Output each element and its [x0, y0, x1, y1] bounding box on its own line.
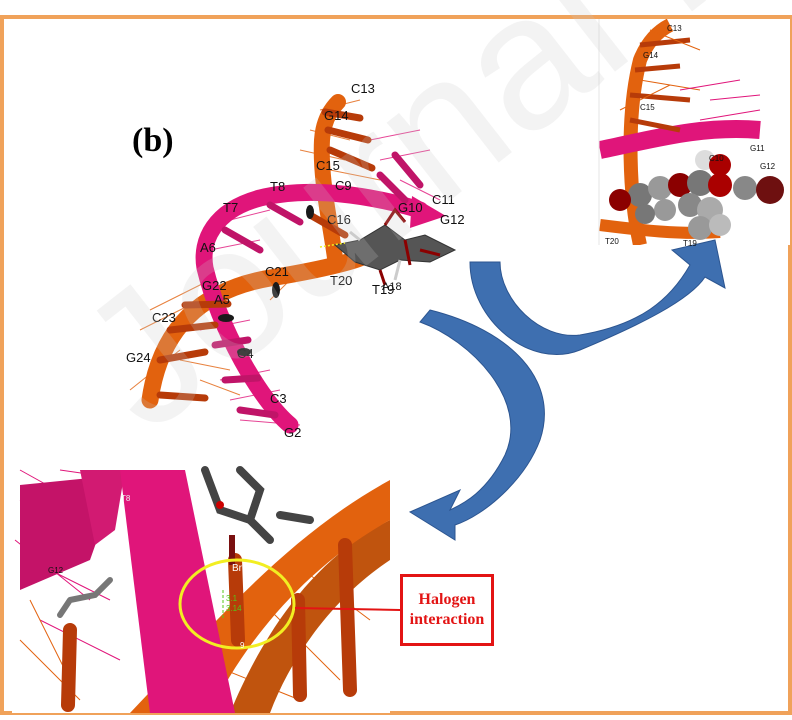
label-c3: C3 [270, 391, 287, 406]
halogen-interaction-callout: Halogen interaction [400, 574, 494, 646]
distance-label-1: 3.1 [226, 594, 238, 603]
label-c16: C16 [327, 212, 351, 227]
label-t20: T20 [330, 273, 352, 288]
label-c9: C9 [335, 178, 352, 193]
frame-border [0, 15, 792, 715]
arrow-to-top-inset [469, 239, 726, 355]
arrow-to-bottom-inset [408, 309, 545, 541]
label-c13: C13 [351, 81, 375, 96]
label-c4: C4 [237, 346, 254, 361]
inset-label-t19: T19 [683, 239, 697, 248]
interaction-highlight-circle [178, 558, 296, 650]
label-c11: C11 [432, 192, 455, 207]
label-g2: G2 [284, 425, 301, 440]
ligand-spheres [609, 150, 784, 240]
main-nucleotide-labels: C13 G14 C15 C9 T8 T7 C16 G10 C11 G12 A6 … [126, 81, 465, 440]
callout-leader-line [294, 607, 401, 611]
callout-line-2: interaction [409, 611, 485, 628]
label-t8: T8 [270, 179, 285, 194]
inset-bottom-left [12, 465, 401, 713]
label-c23: C23 [152, 310, 176, 325]
blue-arrows [408, 239, 726, 541]
pink-strand [195, 183, 429, 434]
inset-label-9: 9 [240, 641, 245, 650]
distance-label-2: 3.14 [226, 604, 242, 613]
callout-line-1: Halogen [418, 591, 476, 608]
inset-top-labels: C13 G14 C15 C10 G11 G12 T20 T19 [605, 24, 776, 248]
ligand-molecule [319, 207, 457, 286]
inset-label-g12: G12 [48, 566, 64, 575]
label-g14: G14 [324, 108, 349, 123]
inset-top-right [598, 19, 790, 245]
inset-label-br1: Br1 [232, 563, 248, 574]
panel-label: (b) [132, 122, 174, 159]
dna-main-structure [129, 94, 457, 434]
inset-label-g12: G12 [760, 162, 776, 171]
pink-strand-arrowhead [410, 196, 446, 228]
label-g22: G22 [202, 278, 227, 293]
label-a6: A6 [200, 240, 216, 255]
label-a18: A18 [382, 281, 402, 293]
label-a5: A5 [214, 292, 230, 307]
label-c15: C15 [316, 158, 340, 173]
inset-label-c10: C10 [709, 154, 724, 163]
label-g24: G24 [126, 350, 151, 365]
label-t19: T19 [372, 282, 394, 297]
label-g10: G10 [398, 200, 423, 215]
inset-label-g14: G14 [643, 51, 659, 60]
inset-label-g11: G11 [750, 144, 765, 153]
inset-label-t20: T20 [605, 237, 619, 246]
inset-label-c15: C15 [640, 103, 655, 112]
inset-label-c13: C13 [667, 24, 682, 33]
label-c21: C21 [265, 264, 289, 279]
label-g12: G12 [440, 212, 465, 227]
inset-label-t8: T8 [121, 494, 131, 503]
label-t7: T7 [223, 200, 238, 215]
inset-bottom-labels: T8 G12 Br1 3.1 3.14 9 [48, 494, 248, 650]
